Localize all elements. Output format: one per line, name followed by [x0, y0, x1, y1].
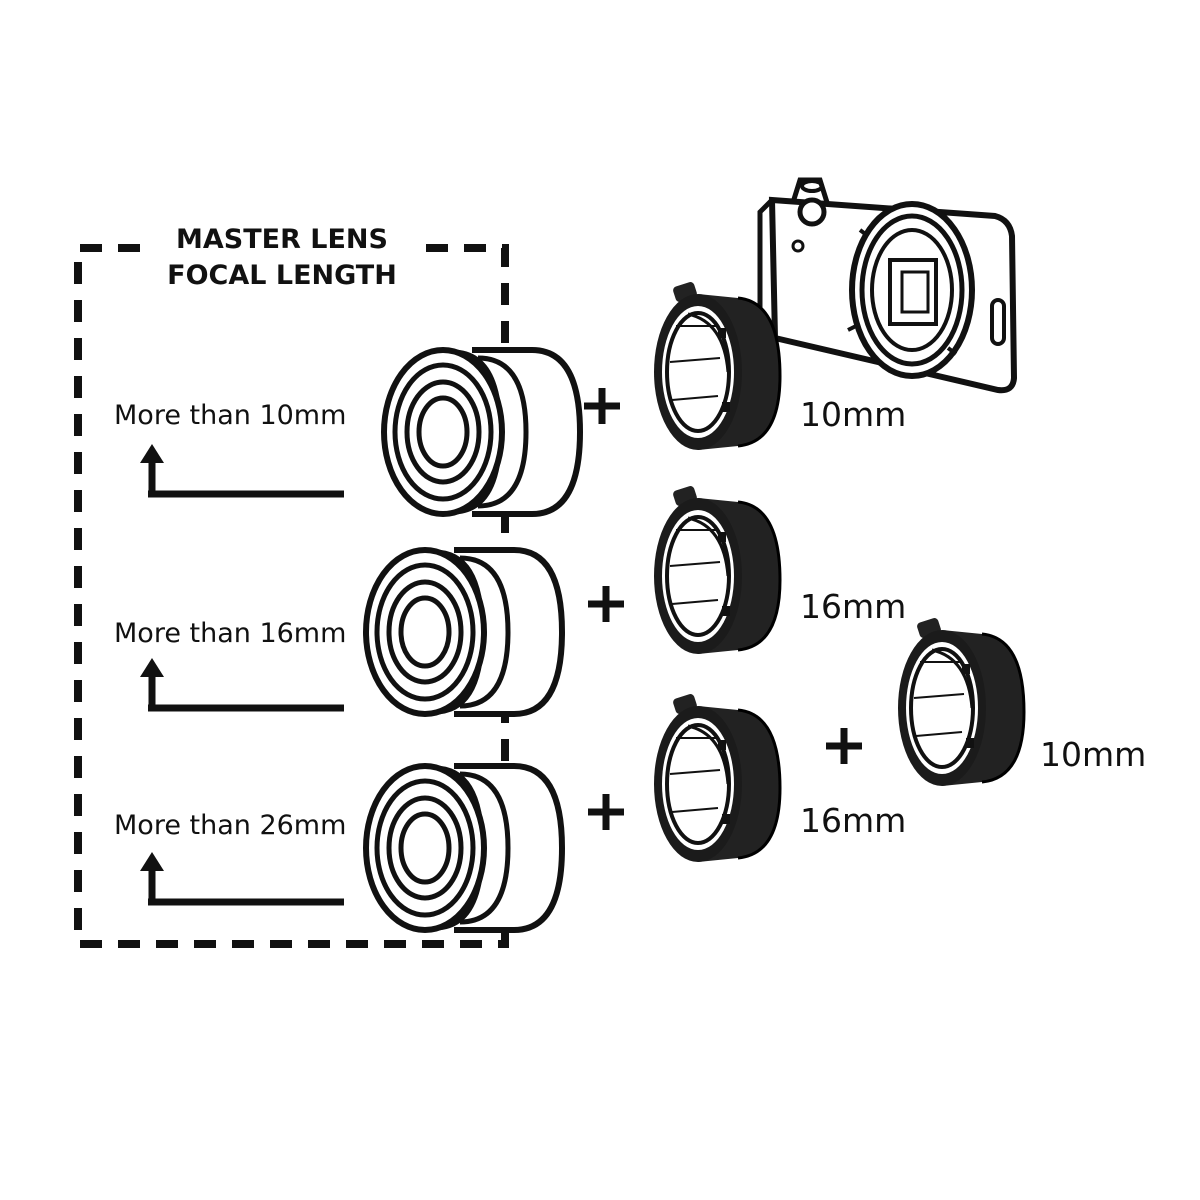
extension-tube-icon	[652, 690, 782, 864]
camera-body-icon	[757, 177, 1018, 394]
row-3-label: More than 26mm	[114, 810, 346, 841]
extension-tube-icon	[652, 278, 782, 452]
row-1-tube-label: 10mm	[800, 395, 906, 434]
row-3-tube-1-label: 16mm	[800, 801, 906, 840]
diagram-title-line-2: FOCAL LENGTH	[167, 260, 397, 291]
row-1: More than 10mm 10mm	[114, 278, 906, 514]
arrow-up-icon	[140, 658, 344, 712]
extension-tube-icon	[896, 614, 1026, 788]
diagram-title-line-1: MASTER LENS	[176, 224, 388, 255]
row-2-tube-label: 16mm	[800, 587, 906, 626]
arrow-up-icon	[140, 444, 344, 498]
extension-tube-icon	[652, 482, 782, 656]
row-3: More than 26mm 16mm 10mm	[114, 614, 1146, 930]
lens-icon	[366, 766, 562, 930]
arrow-up-icon	[140, 852, 344, 906]
lens-icon	[384, 350, 580, 514]
plus-icon	[584, 388, 620, 424]
row-2: More than 16mm 16mm	[114, 482, 906, 714]
row-3-tube-2-label: 10mm	[1040, 735, 1146, 774]
row-1-label: More than 10mm	[114, 400, 346, 431]
row-2-label: More than 16mm	[114, 618, 346, 649]
lens-icon	[366, 550, 562, 714]
plus-icon	[826, 728, 862, 764]
dashed-bracket-frame	[74, 244, 509, 948]
plus-icon	[588, 794, 624, 830]
plus-icon	[588, 586, 624, 622]
